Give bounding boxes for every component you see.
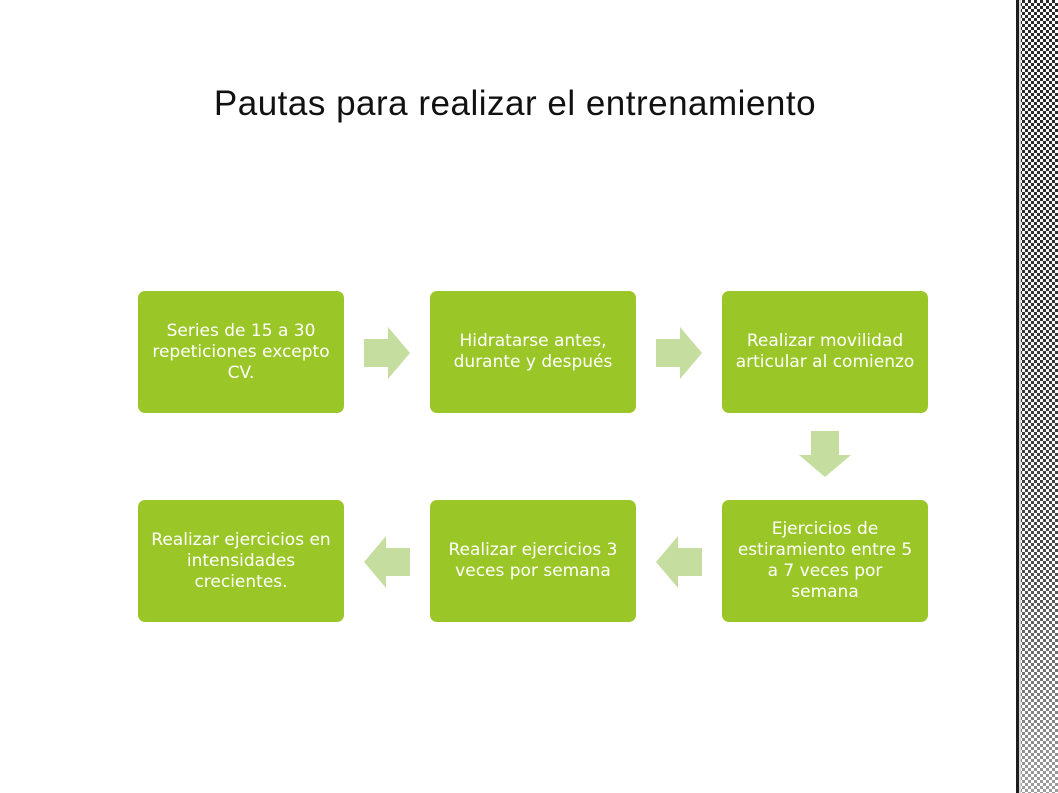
slide-title: Pautas para realizar el entrenamiento <box>213 84 817 123</box>
step-box-6: Realizar ejercicios en intensidades crec… <box>138 500 344 622</box>
step-box-5: Realizar ejercicios 3 veces por semana <box>430 500 636 622</box>
arrow-left-icon <box>656 536 702 588</box>
arrow-right-icon <box>364 327 410 379</box>
arrow-left-icon <box>364 536 410 588</box>
decorative-edge-strip <box>1016 0 1058 793</box>
arrow-right-icon <box>656 327 702 379</box>
step-box-2: Hidratarse antes, durante y después <box>430 291 636 413</box>
step-box-1: Series de 15 a 30 repeticiones excepto C… <box>138 291 344 413</box>
step-box-4: Ejercicios de estiramiento entre 5 a 7 v… <box>722 500 928 622</box>
step-box-3: Realizar movilidad articular al comienzo <box>722 291 928 413</box>
arrow-down-icon <box>799 431 851 477</box>
